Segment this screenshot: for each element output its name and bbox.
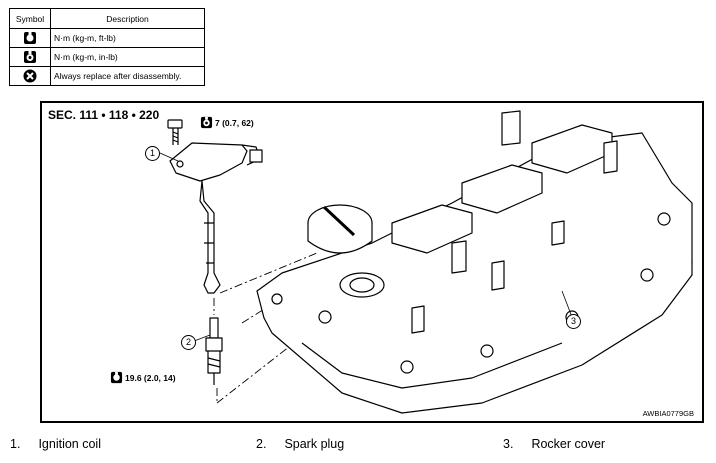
caption-label: Rocker cover [531,437,606,451]
callout-3: 3 [566,314,581,329]
callout-2: 2 [181,335,196,350]
legend-row: Always replace after disassembly. [9,66,205,86]
legend-row-text: Always replace after disassembly. [50,66,205,86]
legend-row-text: N·m (kg-m, in-lb) [50,47,205,67]
symbol-legend-table: Symbol Description N·m (kg-m, ft-lb) N·m… [9,8,205,86]
caption-number: 1. [10,437,21,451]
torque-value-coil: 7 (0.7, 62) [215,117,254,128]
always-replace-icon [23,69,37,83]
torque-nm-icon [110,371,123,384]
section-title: SEC. 111 • 118 • 220 [48,108,160,122]
caption-item: 1. Ignition coil [10,437,101,451]
caption-label: Ignition coil [38,437,101,451]
legend-row: N·m (kg-m, ft-lb) [9,28,205,48]
component-drawing [159,110,693,414]
caption-item: 2. Spark plug [256,437,344,451]
ignition-coil [169,142,263,294]
legend-header-symbol: Symbol [9,8,51,29]
rocker-cover [256,110,693,414]
torque-spec-plug: 19.6 (2.0, 14) [110,371,176,384]
coil-bolt [167,119,183,145]
legend-row: N·m (kg-m, in-lb) [9,47,205,67]
legend-header-row: Symbol Description [9,8,205,29]
leader-line-3 [561,290,573,318]
leader-line-2 [193,334,211,342]
torque-nm-inlb-icon [24,51,36,63]
leader-line-1 [159,152,179,162]
torque-spec-coil: 7 (0.7, 62) [200,116,254,129]
figure-code: AWBIA0779GB [642,409,694,418]
caption-number: 2. [256,437,267,451]
caption-item: 3. Rocker cover [503,437,605,451]
legend-header-description: Description [50,8,205,29]
torque-value-plug: 19.6 (2.0, 14) [125,372,176,383]
spark-plug [205,317,223,385]
exploded-view-diagram: SEC. 111 • 118 • 220 [40,101,704,423]
torque-nm-inlb-icon [200,116,213,129]
caption-number: 3. [503,437,514,451]
caption-label: Spark plug [284,437,345,451]
torque-nm-icon [24,32,36,44]
callout-1: 1 [145,146,160,161]
legend-row-text: N·m (kg-m, ft-lb) [50,28,205,48]
